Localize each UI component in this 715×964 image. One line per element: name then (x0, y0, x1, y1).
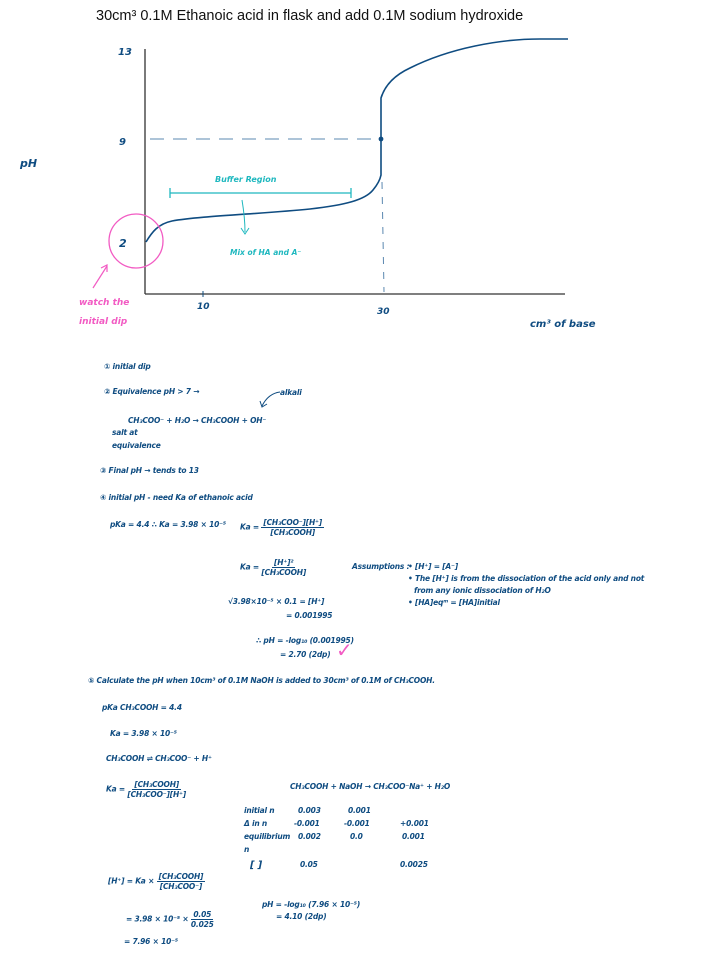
dip-note-line2: initial dip (79, 317, 128, 327)
assumptions-label: Assumptions : (352, 562, 410, 571)
x-tick-10: 10 (197, 302, 210, 312)
note-3: ③ Final pH → tends to 13 (100, 466, 199, 475)
ph2-result: = 4.10 (2dp) (276, 912, 327, 921)
buffer-arrow (241, 199, 246, 233)
equivalence-volume-dashed-line (381, 181, 385, 293)
pka-line: pKa = 4.4 ∴ Ka = 3.98 × 10⁻⁵ (110, 520, 226, 529)
h-concentration-result: = 7.96 × 10⁻⁵ (124, 937, 178, 946)
ice-table: initial n 0.003 0.001 Δ in n -0.001 -0.0… (244, 806, 429, 871)
page-title: 30cm³ 0.1M Ethanoic acid in flask and ad… (96, 8, 524, 24)
note-2-sub2: equivalence (112, 441, 161, 450)
equivalence-point-marker (378, 136, 384, 142)
ka-expression: Ka = [CH₃COO⁻][H⁺][CH₃COOH] (240, 518, 325, 537)
titration-curve-chart: 13 9 2 10 30 pH cm³ of base Buffer Regio… (19, 38, 596, 330)
dip-note-line1: watch the (79, 298, 129, 308)
alkali-arrow (259, 391, 281, 408)
assumption-2: • The [H⁺] is from the dissociation of t… (408, 574, 645, 583)
x-tick-30: 30 (377, 307, 390, 317)
dissociation-equation: CH₃COOH ⇌ CH₃COO⁻ + H⁺ (106, 754, 212, 763)
ph-result: = 2.70 (2dp) (280, 650, 331, 659)
note-2-annotation: alkali (280, 388, 302, 397)
initial-dip-arrow (92, 265, 108, 289)
buffer-mix-label: Mix of HA and A⁻ (230, 248, 301, 257)
initial-dip-circle (108, 213, 164, 269)
check-mark-icon: ✓ (336, 640, 353, 662)
ka-value: Ka = 3.98 × 10⁻⁵ (110, 729, 177, 738)
y-tick-2: 2 (119, 237, 127, 250)
pka-ch3cooh: pKa CH₃COOH = 4.4 (102, 703, 182, 712)
assumption-3: • [HA]eqᵐ = [HA]initial (408, 598, 500, 607)
y-tick-9: 9 (119, 137, 126, 148)
sqrt-result: = 0.001995 (286, 611, 333, 620)
ka-simplified-expression: Ka = [H⁺]²[CH₃COOH] (240, 558, 307, 577)
h-concentration-expression: [H⁺] = Ka × [CH₃COOH][CH₃COO⁻] (108, 872, 206, 891)
titration-curve (145, 38, 568, 243)
note-4: ④ initial pH - need Ka of ethanoic acid (100, 493, 253, 502)
note-2: ② Equivalence pH > 7 → (104, 387, 200, 396)
assumption-2b: from any ionic dissociation of H₂O (414, 586, 551, 595)
x-axis-label: cm³ of base (530, 319, 596, 330)
neutralisation-reaction: CH₃COOH + NaOH → CH₃COO⁻Na⁺ + H₂O (290, 782, 451, 791)
note-2-sub1: salt at (112, 428, 138, 437)
hydrolysis-equation: CH₃COO⁻ + H₂O → CH₃COOH + OH⁻ (128, 416, 267, 425)
ka-expression-2: Ka = [CH₃COOH][CH₃COO⁻][H⁺] (106, 780, 187, 799)
ph2-calculation: pH = -log₁₀ (7.96 × 10⁻⁵) (262, 900, 361, 909)
buffer-region-label: Buffer Region (215, 175, 277, 184)
y-axis-label: pH (19, 157, 37, 170)
note-1: ① initial dip (104, 362, 151, 371)
ph-calculation: ∴ pH = -log₁₀ (0.001995) (256, 636, 354, 645)
assumption-1: • [H⁺] = [A⁻] (408, 562, 459, 571)
y-tick-13: 13 (118, 47, 132, 58)
sqrt-line: √3.98×10⁻⁵ × 0.1 = [H⁺] (228, 597, 325, 606)
note-5-question: ⑤ Calculate the pH when 10cm³ of 0.1M Na… (88, 676, 435, 685)
